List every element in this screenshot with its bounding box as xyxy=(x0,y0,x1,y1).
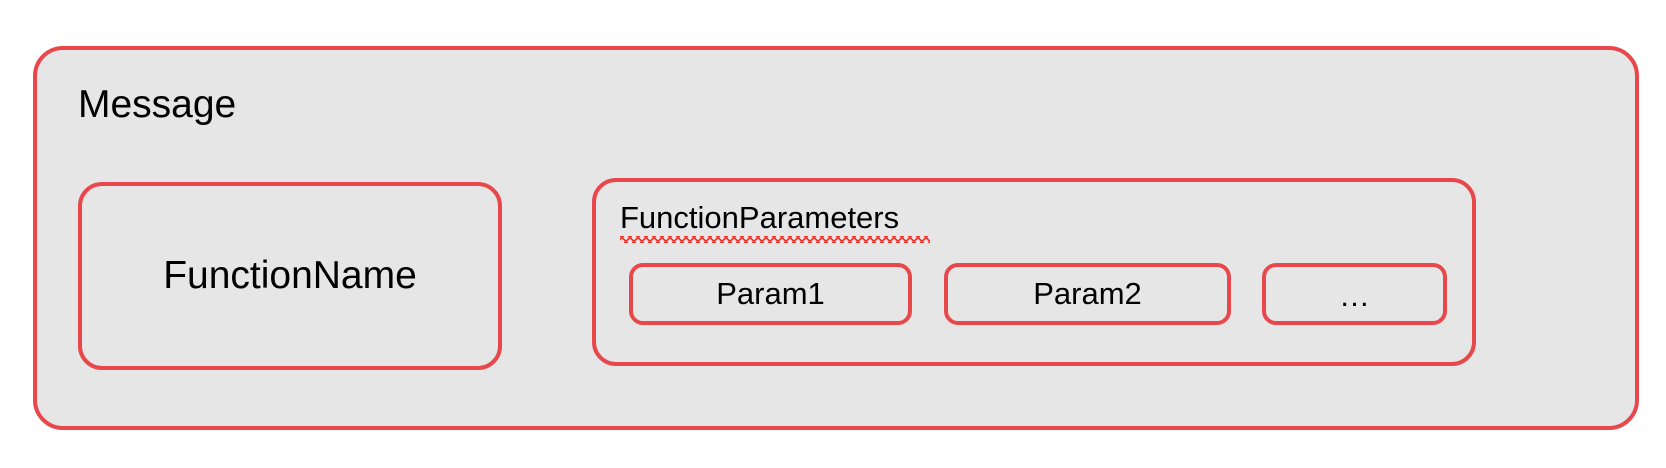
ellipsis-label: … xyxy=(1339,278,1370,313)
param-box-ellipsis[interactable]: … xyxy=(1262,263,1447,325)
function-name-box[interactable]: FunctionName xyxy=(78,182,502,370)
param-box[interactable]: Param1 xyxy=(629,263,912,325)
param-label: Param2 xyxy=(1033,276,1142,311)
param-box[interactable]: Param2 xyxy=(944,263,1231,325)
function-parameters-label: FunctionParameters xyxy=(620,200,900,235)
param-label: Param1 xyxy=(716,276,825,311)
message-label: Message xyxy=(78,83,237,126)
spellcheck-underline-icon xyxy=(620,236,930,243)
function-name-label: FunctionName xyxy=(163,254,417,297)
